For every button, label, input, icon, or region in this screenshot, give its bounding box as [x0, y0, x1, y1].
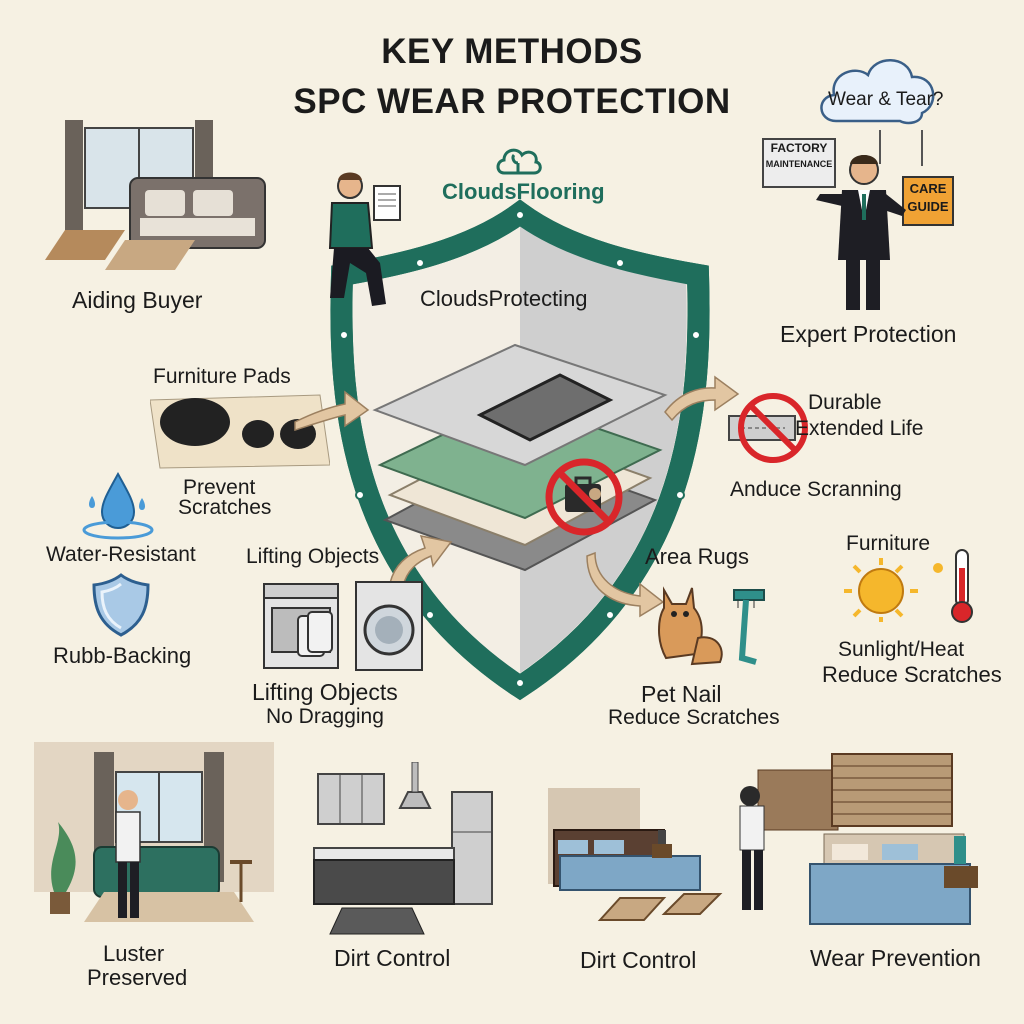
arrow-shield-to-durable	[664, 375, 740, 422]
luster-label-1: Luster	[103, 941, 165, 966]
bedroom-blinds-illustration	[739, 753, 978, 925]
cloud-bubble-text: Wear & Tear?	[828, 89, 944, 110]
no-dragging-label: No Dragging	[266, 705, 384, 728]
factory-sign-line1: FACTORY	[770, 141, 828, 155]
sunlight-heat-label: Sunlight/Heat	[838, 638, 965, 661]
prevent-scratches-label-1: Prevent	[183, 476, 256, 499]
prevent-scratches-label-2: Scratches	[178, 496, 272, 519]
anduce-scanning-label: Anduce Scranning	[730, 478, 902, 501]
water-drop-icon	[82, 471, 154, 540]
prohibited-icon	[545, 458, 623, 536]
living-room-illustration	[34, 742, 274, 922]
arrow-lifting-to-shield	[389, 535, 453, 587]
page-subtitle: SPC WEAR PROTECTION	[293, 82, 731, 121]
cloud-icon	[496, 148, 542, 175]
care-guide-line2: GUIDE	[907, 199, 949, 214]
sun-icon	[844, 558, 918, 622]
rubb-backing-label: Rubb-Backing	[53, 643, 192, 668]
shield-label: CloudsProtecting	[420, 286, 588, 311]
pet-reduce-scratches-label: Reduce Scratches	[608, 706, 780, 729]
water-resistant-label: Water-Resistant	[46, 543, 196, 566]
floor-layers-illustration	[372, 343, 668, 572]
furniture-pads-illustration	[150, 394, 330, 469]
lifting-objects-bottom-label: Lifting Objects	[252, 679, 398, 705]
bedroom-rugs-illustration	[548, 788, 723, 921]
kitchen-illustration	[313, 762, 493, 935]
dirt-control-label-1: Dirt Control	[334, 945, 451, 971]
lifting-objects-top-label: Lifting Objects	[246, 545, 380, 568]
expert-protection-label: Expert Protection	[780, 321, 957, 347]
factory-maintenance-sign: FACTORY MAINTENANCE	[762, 138, 836, 188]
expert-line-icon	[879, 130, 923, 166]
cloud-bubble	[820, 59, 935, 125]
durable-label: Durable	[808, 391, 882, 414]
brand-name: CloudsFlooring	[442, 179, 605, 204]
page-title: KEY METHODS	[381, 32, 643, 71]
shield-icon	[92, 573, 150, 637]
arrow-pads-to-shield	[294, 390, 370, 432]
salesman-figure	[328, 172, 401, 306]
area-rugs-label: Area Rugs	[645, 544, 749, 569]
extended-life-label: Extended Life	[795, 417, 924, 440]
furniture-label: Furniture	[846, 532, 931, 555]
expert-figure	[816, 155, 906, 310]
sun-reduce-scratches-label: Reduce Scratches	[822, 662, 1002, 687]
sofa-room-illustration	[45, 120, 266, 270]
aiding-buyer-label: Aiding Buyer	[72, 287, 203, 313]
pet-nail-label: Pet Nail	[641, 681, 722, 707]
appliances-illustration	[263, 581, 423, 671]
dirt-control-label-2: Dirt Control	[580, 947, 697, 973]
wear-prevention-label: Wear Prevention	[810, 945, 981, 971]
care-guide-line1: CARE	[909, 181, 947, 196]
thermometer-icon	[933, 549, 973, 623]
factory-sign-line2: MAINTENANCE	[765, 159, 833, 169]
pet-cat-illustration	[658, 586, 765, 666]
luster-label-2: Preserved	[87, 965, 188, 990]
durable-prohibited-icon	[728, 393, 808, 463]
furniture-pads-label: Furniture Pads	[153, 365, 291, 388]
arrow-shield-to-pet	[586, 551, 665, 618]
care-guide-sign: CARE GUIDE	[902, 176, 954, 226]
